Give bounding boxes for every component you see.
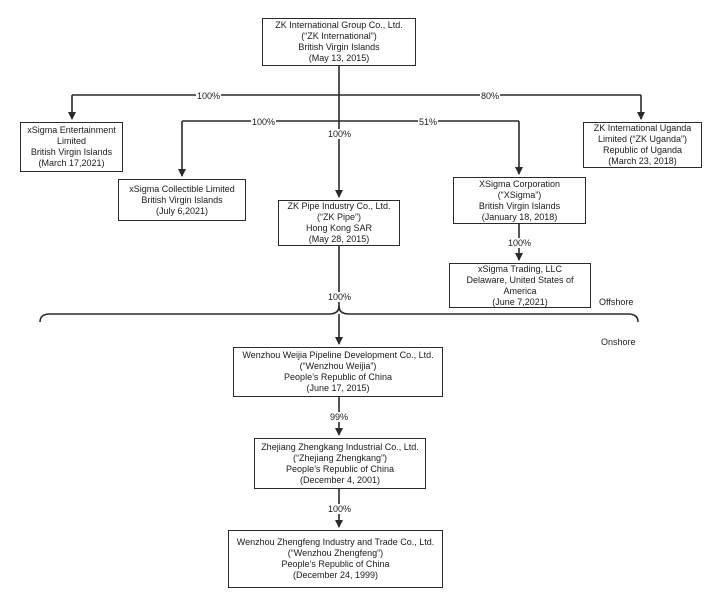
pct-to-wenzhou-weijia: 100%: [327, 292, 353, 302]
zk-pipe-line-2: (“ZK Pipe”): [316, 212, 361, 222]
zk-pipe-line-3: Hong Kong SAR: [305, 223, 373, 233]
zk-uganda-line-2: Limited (“ZK Uganda”): [597, 134, 688, 144]
offshore-label: Offshore: [599, 297, 634, 307]
entity-xsigma-corp: XSigma Corporation (“XSigma”) British Vi…: [453, 177, 586, 224]
pct-to-xsigma-entertainment: 100%: [196, 91, 222, 101]
xsigma-entertainment-line-1: xSigma Entertainment: [27, 125, 116, 135]
entity-zhejiang-zhengkang: Zhejiang Zhengkang Industrial Co., Ltd. …: [254, 438, 426, 489]
zk-pipe-line-4: (May 28, 2015): [308, 234, 370, 244]
zhejiang-zhengkang-line-4: (December 4, 2001): [299, 474, 381, 485]
onshore-label: Onshore: [601, 337, 636, 347]
zk-uganda-line-3: Republic of Uganda: [602, 145, 683, 155]
offshore-onshore-brace: [39, 305, 639, 323]
zk-international-line-2: (“ZK International”): [301, 31, 377, 41]
xsigma-trading-line-1: xSigma Trading, LLC: [477, 263, 563, 274]
entity-xsigma-collectible: xSigma Collectible Limited British Virgi…: [118, 179, 246, 221]
wenzhou-zhengfeng-line-2: (“Wenzhou Zhengfeng”): [287, 548, 384, 558]
wenzhou-weijia-line-3: People’s Republic of China: [284, 372, 392, 382]
xsigma-corp-line-3: British Virgin Islands: [478, 200, 561, 211]
xsigma-entertainment-line-3: British Virgin Islands: [30, 147, 113, 157]
wenzhou-zhengfeng-line-3: People’s Republic of China: [281, 559, 390, 569]
pct-to-zhejiang-zhengkang: 99%: [329, 412, 350, 422]
wenzhou-weijia-line-4: (June 17, 2015): [306, 383, 370, 393]
pct-to-zk-pipe: 100%: [327, 129, 353, 139]
entity-wenzhou-zhengfeng: Wenzhou Zhengfeng Industry and Trade Co.…: [228, 530, 443, 588]
zk-uganda-line-1: ZK International Uganda: [593, 123, 692, 133]
zk-international-line-4: (May 13, 2015): [308, 53, 370, 63]
xsigma-collectible-line-3: (July 6,2021): [155, 205, 209, 216]
xsigma-corp-line-1: XSigma Corporation: [478, 178, 561, 189]
xsigma-collectible-line-1: xSigma Collectible Limited: [129, 183, 235, 194]
entity-xsigma-entertainment: xSigma Entertainment Limited British Vir…: [20, 122, 123, 172]
zhejiang-zhengkang-line-1: Zhejiang Zhengkang Industrial Co., Ltd.: [261, 441, 419, 452]
xsigma-entertainment-line-4: (March 17,2021): [38, 158, 105, 168]
xsigma-corp-line-2: (“XSigma”): [497, 189, 542, 200]
zk-international-line-3: British Virgin Islands: [298, 42, 380, 52]
xsigma-collectible-line-2: British Virgin Islands: [141, 194, 223, 205]
entity-zk-uganda: ZK International Uganda Limited (“ZK Uga…: [583, 122, 702, 168]
zk-international-line-1: ZK International Group Co., Ltd.: [275, 20, 403, 30]
pct-to-xsigma-trading: 100%: [507, 238, 533, 248]
wenzhou-zhengfeng-line-1: Wenzhou Zhengfeng Industry and Trade Co.…: [236, 537, 435, 547]
entity-zk-international: ZK International Group Co., Ltd. (“ZK In…: [262, 18, 416, 66]
xsigma-trading-line-3: America: [503, 285, 537, 296]
zhejiang-zhengkang-line-3: People’s Republic of China: [286, 463, 394, 474]
wenzhou-weijia-line-2: (“Wenzhou Weijia”): [299, 361, 377, 371]
xsigma-corp-line-4: (January 18, 2018): [481, 211, 558, 222]
entity-wenzhou-weijia: Wenzhou Weijia Pipeline Development Co.,…: [233, 347, 443, 397]
pct-to-zk-uganda: 80%: [480, 91, 501, 101]
wenzhou-zhengfeng-line-4: (December 24, 1999): [292, 570, 379, 580]
xsigma-trading-line-4: (June 7,2021): [492, 296, 548, 307]
pct-to-xsigma-collectible: 100%: [251, 117, 277, 127]
zhejiang-zhengkang-line-2: (“Zhejiang Zhengkang”): [292, 452, 388, 463]
entity-zk-pipe: ZK Pipe Industry Co., Ltd. (“ZK Pipe”) H…: [278, 200, 400, 246]
zk-pipe-line-1: ZK Pipe Industry Co., Ltd.: [287, 201, 391, 211]
xsigma-trading-line-2: Delaware, United States of: [466, 274, 574, 285]
pct-to-xsigma-corp: 51%: [418, 117, 439, 127]
xsigma-entertainment-line-2: Limited: [56, 136, 86, 146]
entity-xsigma-trading: xSigma Trading, LLC Delaware, United Sta…: [449, 263, 591, 308]
pct-to-wenzhou-zhengfeng: 100%: [327, 504, 353, 514]
wenzhou-weijia-line-1: Wenzhou Weijia Pipeline Development Co.,…: [242, 350, 434, 360]
zk-uganda-line-4: (March 23, 2018): [608, 156, 677, 166]
